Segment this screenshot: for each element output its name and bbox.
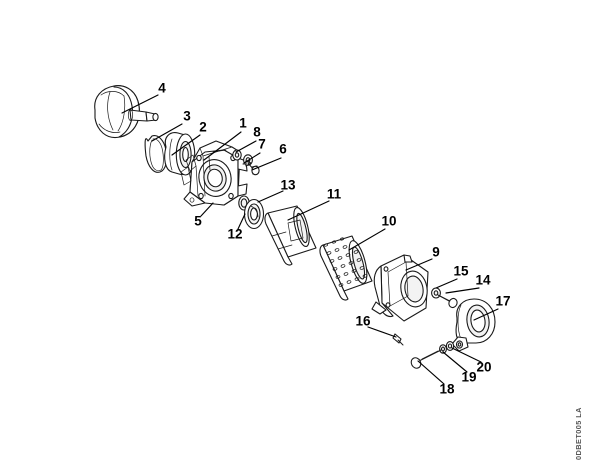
callout-9: 9 [432,245,440,260]
part-10-perforated-sleeve [319,235,373,301]
callout-14: 14 [475,273,491,288]
callout-leader-lines [121,94,499,385]
callout-19: 19 [461,370,476,385]
part-11-cylinder-sleeve [264,205,317,266]
callout-15: 15 [453,264,469,279]
part-1-housing [180,140,248,207]
part-9-end-cap-housing [371,254,429,322]
diagram-code-label: 0DBET005 LA [574,407,583,460]
part-15-washer-cap [431,287,441,299]
callout-20: 20 [476,360,491,375]
part-3-retaining-ring [144,135,168,173]
callout-18: 18 [439,382,455,397]
part-20-nut-bolt [445,341,455,351]
callout-5: 5 [194,214,202,229]
callout-6: 6 [279,142,287,157]
part-18-bolt-long [410,349,442,369]
part-2-ball-bearing [164,132,196,176]
callout-3: 3 [183,109,191,124]
callout-1: 1 [239,116,247,131]
callout-numbers: 4 3 2 1 8 7 6 5 12 13 11 10 9 15 14 17 1… [158,81,510,397]
callout-7: 7 [258,137,266,152]
callout-4: 4 [158,81,166,96]
callout-11: 11 [327,187,342,202]
callout-12: 12 [227,227,242,242]
part-8-washer [232,149,242,161]
part-4-rotor-impeller [94,85,159,139]
callout-13: 13 [280,178,296,193]
callout-8: 8 [253,125,261,140]
part-14-screw-cap [437,294,458,309]
callout-10: 10 [381,214,396,229]
callout-17: 17 [495,294,510,309]
callout-2: 2 [199,120,207,135]
part-13-seal-ring-large [243,198,265,230]
part-19-washer-bolt [439,344,447,354]
part-17-clamp-bracket [451,298,496,352]
callout-16: 16 [355,314,371,329]
